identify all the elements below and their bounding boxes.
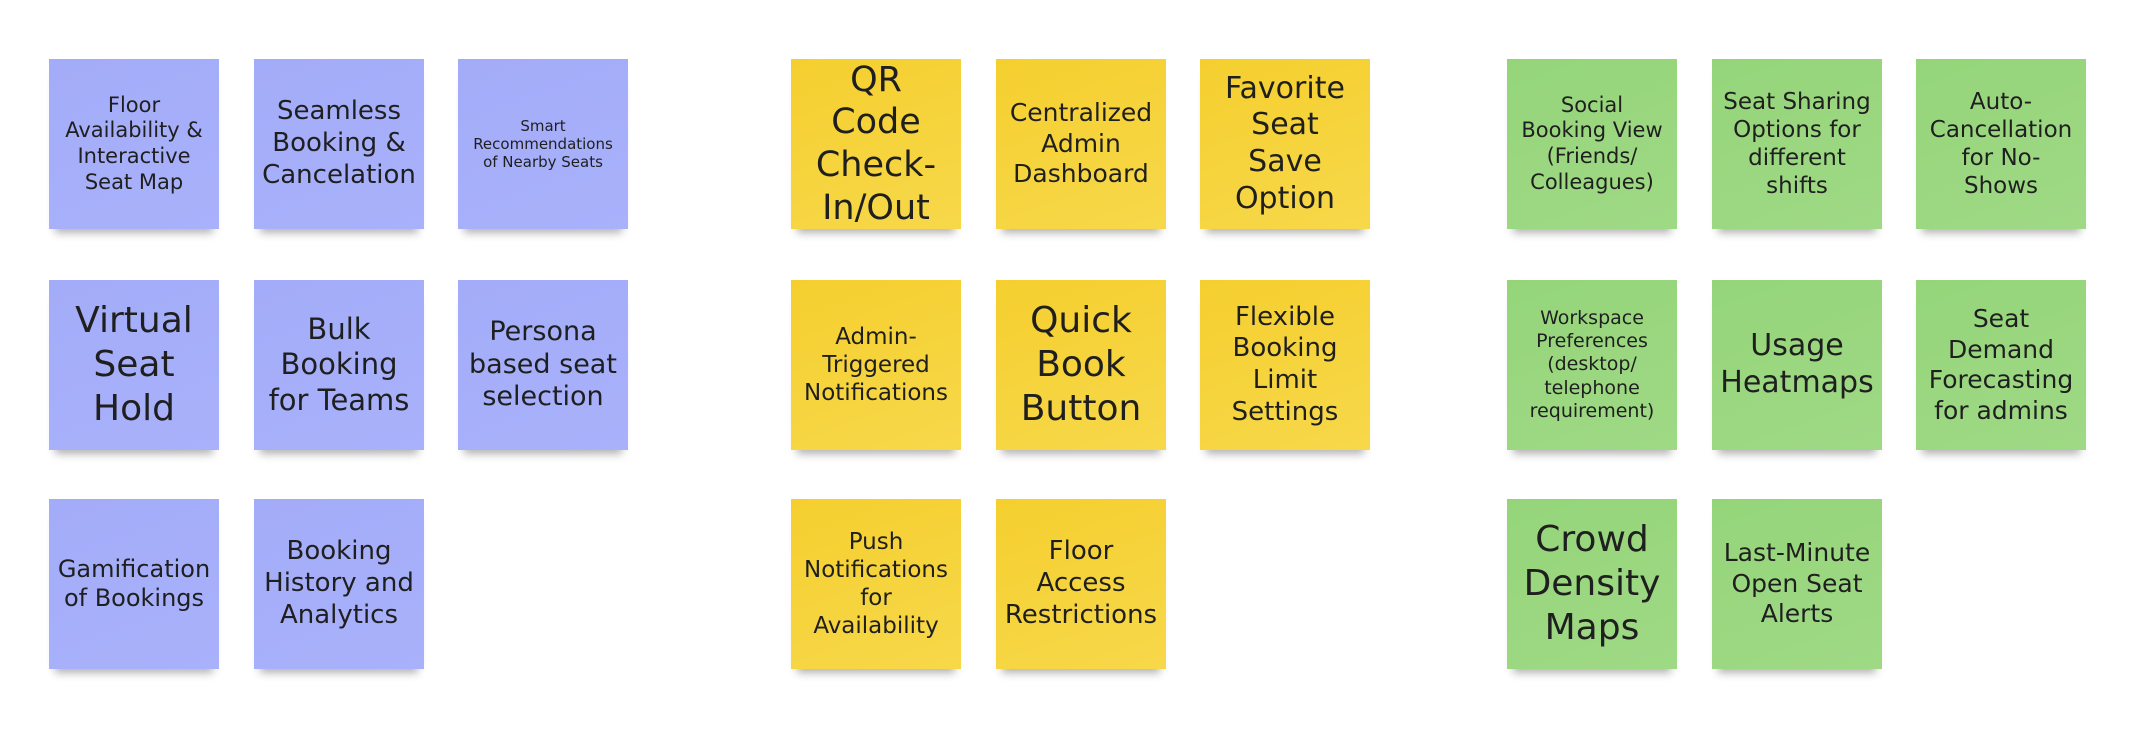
- sticky-note-gamification[interactable]: Gamification of Bookings: [49, 499, 219, 669]
- sticky-note-last-minute-alerts[interactable]: Last-Minute Open Seat Alerts: [1712, 499, 1882, 669]
- sticky-note-virtual-seat-hold[interactable]: Virtual Seat Hold: [49, 280, 219, 450]
- sticky-note-text: Push Notifications for Availability: [804, 528, 948, 640]
- sticky-note-favorite-seat[interactable]: Favorite Seat Save Option: [1200, 59, 1370, 229]
- sticky-note-text: Favorite Seat Save Option: [1225, 70, 1345, 216]
- sticky-note-admin-dashboard[interactable]: Centralized Admin Dashboard: [996, 59, 1166, 229]
- sticky-note-auto-cancellation[interactable]: Auto-Cancellation for No-Shows: [1916, 59, 2086, 229]
- sticky-note-text: Crowd Density Maps: [1523, 519, 1661, 648]
- sticky-note-text: Seat Demand Forecasting for admins: [1928, 304, 2074, 425]
- sticky-note-qr-code-check-in[interactable]: QR Code Check-In/Out: [791, 59, 961, 229]
- sticky-note-persona-seat-selection[interactable]: Persona based seat selection: [458, 280, 628, 450]
- sticky-note-admin-notifications[interactable]: Admin-Triggered Notifications: [791, 280, 961, 450]
- sticky-note-text: Flexible Booking Limit Settings: [1231, 301, 1339, 427]
- sticky-note-crowd-density-maps[interactable]: Crowd Density Maps: [1507, 499, 1677, 669]
- sticky-note-quick-book[interactable]: Quick Book Button: [996, 280, 1166, 450]
- sticky-note-text: Usage Heatmaps: [1720, 328, 1874, 400]
- sticky-note-text: Floor Access Restrictions: [1004, 536, 1158, 630]
- sticky-note-text: Seamless Booking & Cancelation: [262, 96, 416, 190]
- sticky-note-booking-history[interactable]: Booking History and Analytics: [254, 499, 424, 669]
- sticky-note-booking-limit[interactable]: Flexible Booking Limit Settings: [1200, 280, 1370, 450]
- sticky-note-text: Gamification of Bookings: [57, 554, 211, 612]
- sticky-note-seamless-booking[interactable]: Seamless Booking & Cancelation: [254, 59, 424, 229]
- sticky-note-text: Persona based seat selection: [469, 315, 617, 413]
- sticky-note-smart-recommendations[interactable]: Smart Recommendations of Nearby Seats: [458, 59, 628, 229]
- sticky-note-text: QR Code Check-In/Out: [815, 59, 937, 228]
- sticky-note-text: Admin-Triggered Notifications: [804, 323, 948, 407]
- sticky-note-text: Booking History and Analytics: [264, 536, 414, 630]
- sticky-note-push-notifications[interactable]: Push Notifications for Availability: [791, 499, 961, 669]
- sticky-note-text: Centralized Admin Dashboard: [1009, 98, 1153, 189]
- sticky-note-seat-demand-forecasting[interactable]: Seat Demand Forecasting for admins: [1916, 280, 2086, 450]
- sticky-note-text: Auto-Cancellation for No-Shows: [1929, 88, 2073, 200]
- sticky-note-text: Social Booking View (Friends/ Colleagues…: [1521, 92, 1663, 194]
- sticky-note-text: Bulk Booking for Teams: [268, 311, 410, 417]
- sticky-note-workspace-preferences[interactable]: Workspace Preferences (desktop/ telephon…: [1507, 280, 1677, 450]
- sticky-note-text: Seat Sharing Options for different shift…: [1723, 88, 1871, 200]
- sticky-note-floor-availability[interactable]: Floor Availability & Interactive Seat Ma…: [49, 59, 219, 229]
- sticky-note-usage-heatmaps[interactable]: Usage Heatmaps: [1712, 280, 1882, 450]
- sticky-note-text: Quick Book Button: [1020, 300, 1142, 429]
- sticky-note-seat-sharing[interactable]: Seat Sharing Options for different shift…: [1712, 59, 1882, 229]
- sticky-note-text: Smart Recommendations of Nearby Seats: [473, 116, 613, 172]
- sticky-note-text: Last-Minute Open Seat Alerts: [1723, 538, 1871, 629]
- sticky-note-text: Floor Availability & Interactive Seat Ma…: [65, 92, 203, 194]
- sticky-note-social-booking-view[interactable]: Social Booking View (Friends/ Colleagues…: [1507, 59, 1677, 229]
- sticky-note-floor-access[interactable]: Floor Access Restrictions: [996, 499, 1166, 669]
- sticky-note-text: Workspace Preferences (desktop/ telephon…: [1529, 307, 1655, 422]
- sticky-note-text: Virtual Seat Hold: [75, 300, 193, 429]
- sticky-note-bulk-booking[interactable]: Bulk Booking for Teams: [254, 280, 424, 450]
